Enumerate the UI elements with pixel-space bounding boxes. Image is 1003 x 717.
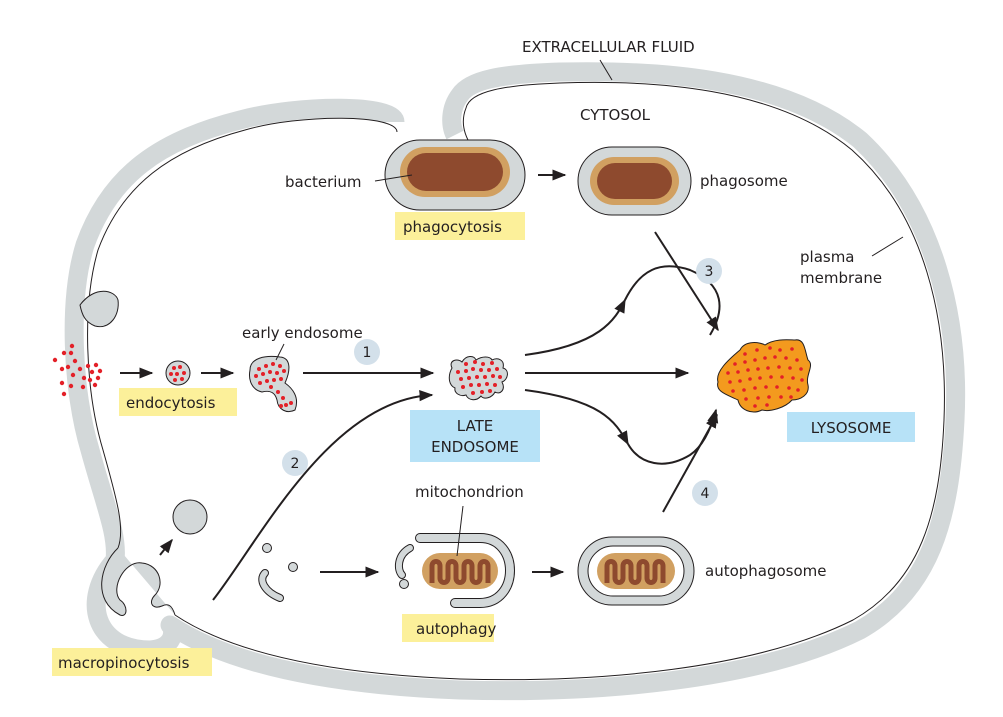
lysosome-tag-bg <box>787 412 915 442</box>
late-endosome-label-2: ENDOSOME <box>431 438 519 456</box>
plasma-membrane <box>64 62 966 701</box>
early-endosome-label: early endosome <box>242 324 363 342</box>
lysosome-cargo <box>726 346 804 408</box>
phagosome <box>577 146 692 216</box>
mitochondrion-leader-line <box>456 505 464 557</box>
pathway-3-arrow <box>654 231 719 332</box>
extracellular-fluid-label: EXTRACELLULAR FLUID <box>522 38 695 56</box>
phagocytosis-tag: phagocytosis <box>403 218 502 236</box>
extracellular-leader-line <box>599 59 613 81</box>
endocytic-vesicle <box>165 360 191 386</box>
endocytosis-tag-bg <box>119 388 237 416</box>
step-3-badge <box>696 258 722 284</box>
late-endosome-label-1: LATE <box>457 417 493 435</box>
late-to-lysosome-curve-up <box>624 265 721 336</box>
lysosome-label: LYSOSOME <box>811 419 892 437</box>
autophagosome-label: autophagosome <box>705 562 827 580</box>
lysosome <box>717 339 812 413</box>
macropinocytic-cup <box>101 547 176 616</box>
autophagy-tag-bg <box>402 614 494 642</box>
cytosol-label: CYTOSOL <box>580 106 651 124</box>
pathway-4-arrow <box>662 413 718 513</box>
step-1-number: 1 <box>363 345 372 361</box>
late-endosome <box>448 356 508 401</box>
macropinocytosis-arrow <box>159 538 173 556</box>
step-3-number: 3 <box>705 264 714 280</box>
bacterium-leader-line <box>374 174 413 182</box>
phagophore <box>394 533 515 608</box>
bacterium-label: bacterium <box>285 173 362 191</box>
plasma-membrane-label-1: plasma <box>800 248 855 266</box>
early-endosome <box>249 355 298 413</box>
macropinocytosis-tag: macropinocytosis <box>58 654 190 672</box>
step-1-badge <box>354 339 380 365</box>
step-4-number: 4 <box>701 486 710 502</box>
autophagosome <box>577 536 695 606</box>
late-endosome-tag-bg <box>410 410 540 462</box>
early-endosome-leader-line <box>275 343 285 361</box>
step-2-number: 2 <box>291 456 300 472</box>
endocytosis-tag: endocytosis <box>126 394 216 412</box>
plasma-membrane-label-2: membrane <box>800 269 882 287</box>
pathway-2-arrow <box>212 390 434 601</box>
autophagy-tag: autophagy <box>416 620 496 638</box>
endocytic-pit <box>52 290 119 397</box>
step-4-badge <box>692 480 718 506</box>
phagocytosis-tag-bg <box>395 212 525 240</box>
phagosome-label: phagosome <box>700 172 788 190</box>
macropinocytosis-tag-bg <box>52 648 212 676</box>
late-to-lysosome-arrow-down <box>524 389 629 446</box>
autophagy-precursors <box>258 543 298 602</box>
late-to-lysosome-arrow-up <box>524 298 626 356</box>
late-to-lysosome-curve-down <box>627 408 719 465</box>
macropinosome <box>172 499 208 535</box>
step-2-badge <box>282 450 308 476</box>
mitochondrion <box>422 553 498 589</box>
plasma-membrane-leader-line <box>871 236 904 257</box>
phagocytic-cup <box>384 139 526 211</box>
mitochondrion-label: mitochondrion <box>415 483 524 501</box>
